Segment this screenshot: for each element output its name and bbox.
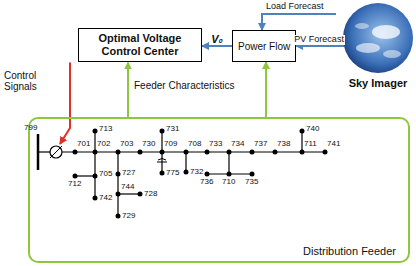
- bus-dot: [93, 196, 98, 201]
- feeder-line: [75, 175, 95, 176]
- regulator-arrow: [50, 146, 62, 158]
- feeder-line: [228, 152, 229, 174]
- edge-label: V₀: [210, 33, 224, 45]
- bus-number: 736: [200, 178, 213, 187]
- connector-arrow: [265, 62, 267, 117]
- bus-number: 735: [245, 178, 258, 187]
- bus-dot: [138, 150, 143, 155]
- feeder-line: [38, 151, 50, 152]
- bus-number: 701: [77, 140, 90, 149]
- bus-number: 775: [166, 169, 179, 178]
- bus-dot: [205, 150, 210, 155]
- feeder-line: [94, 131, 95, 152]
- bus-number: 737: [254, 140, 267, 149]
- cloud: [383, 50, 401, 58]
- control-center-box: Optimal Voltage Control Center: [78, 28, 202, 62]
- bus-dot: [184, 170, 189, 175]
- node-text: Power Flow: [238, 41, 290, 52]
- bus-number: 712: [68, 180, 81, 189]
- bus-dot: [93, 174, 98, 179]
- edge-label: Control Signals: [3, 70, 47, 92]
- bus-dot: [227, 150, 232, 155]
- edge-label: PV Forecast: [293, 35, 345, 45]
- bus-dot: [116, 150, 121, 155]
- bus-dot: [184, 150, 189, 155]
- bus-number: 738: [277, 140, 290, 149]
- connector-arrow: [202, 45, 232, 47]
- regulator-symbol: [50, 146, 62, 158]
- feeder-line: [117, 152, 118, 216]
- bus-number: 713: [99, 125, 112, 134]
- bus-dot: [160, 150, 165, 155]
- bus-number: 711: [304, 140, 317, 149]
- bus-number: 734: [231, 140, 244, 149]
- input-label: Load Forecast: [266, 2, 324, 12]
- bus-number: 744: [121, 183, 134, 192]
- node-text: Sky Imager: [342, 77, 414, 89]
- sky-image: [342, 2, 414, 74]
- bus-number: 742: [99, 194, 112, 203]
- bus-dot: [250, 150, 255, 155]
- node-text: Distribution Feeder: [303, 245, 396, 257]
- feeder-line: [161, 131, 162, 152]
- bus-dot: [250, 172, 255, 177]
- bus-number: 732: [190, 168, 203, 177]
- bus-number: 703: [120, 140, 133, 149]
- bus-number: 708: [188, 140, 201, 149]
- sky-disc: [343, 3, 413, 73]
- bus-dot: [116, 192, 121, 197]
- feeder-line: [301, 131, 302, 152]
- node-text: Optimal Voltage Control Center: [83, 32, 197, 58]
- connector-arrow: [60, 62, 70, 144]
- feeder-line: [185, 152, 186, 172]
- input-arrow: [262, 14, 336, 30]
- bus-number: 705: [99, 170, 112, 179]
- bus-dot: [116, 172, 121, 177]
- bus-dot: [116, 214, 121, 219]
- bus-dot: [273, 150, 278, 155]
- bus-number: 710: [222, 178, 235, 187]
- cloud: [355, 23, 369, 29]
- edge-label: Feeder Characteristics: [133, 80, 236, 91]
- bus-number: 733: [209, 140, 222, 149]
- connector-arrow: [127, 62, 129, 117]
- bus-number: 702: [97, 140, 110, 149]
- bus-number: 728: [144, 190, 157, 199]
- cloud: [372, 25, 400, 39]
- bus-number: 709: [164, 140, 177, 149]
- connector-arrow: [296, 45, 344, 47]
- bus-number: 740: [306, 125, 319, 134]
- switch-symbol: [157, 159, 167, 163]
- bus-dot: [160, 171, 165, 176]
- bus-dot: [300, 129, 305, 134]
- cloud: [356, 43, 380, 53]
- process-box: Power Flow: [232, 30, 296, 62]
- bus-number: 741: [327, 140, 340, 149]
- bus-number: 731: [166, 125, 179, 134]
- bus-number: 729: [122, 212, 135, 221]
- bus-dot: [160, 129, 165, 134]
- bus-dot: [205, 172, 210, 177]
- bus-dot: [138, 192, 143, 197]
- bus-dot: [93, 150, 98, 155]
- feeder-line: [62, 151, 325, 152]
- bus-dot: [300, 150, 305, 155]
- bus-dot: [73, 174, 78, 179]
- feeder-region: Distribution Feeder: [28, 117, 410, 263]
- bus-number: 799: [24, 124, 37, 133]
- bus-dot: [93, 129, 98, 134]
- bus-number: 727: [122, 169, 135, 178]
- bus-dot: [227, 172, 232, 177]
- sky-imager: Sky Imager: [342, 2, 414, 89]
- feeder-line: [118, 193, 140, 194]
- bus-dot: [323, 150, 328, 155]
- bus-number: 730: [142, 140, 155, 149]
- bus-dot: [73, 150, 78, 155]
